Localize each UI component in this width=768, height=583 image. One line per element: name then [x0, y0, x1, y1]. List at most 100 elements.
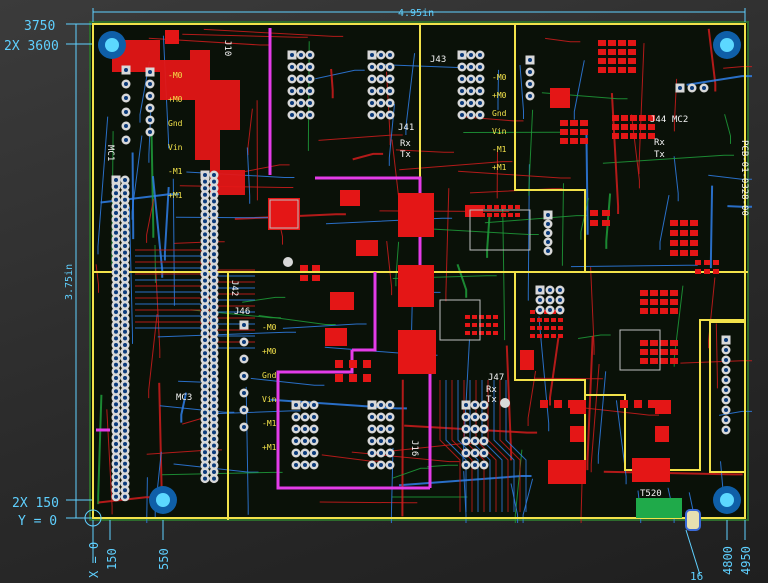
pin-hole: [212, 443, 216, 448]
smd-pad: [618, 58, 626, 64]
smd-pad: [537, 318, 542, 322]
pin-hole: [123, 336, 127, 341]
smd-pad: [312, 265, 320, 271]
pin-hole: [212, 456, 216, 461]
pin-hole: [469, 113, 473, 117]
pin-hole: [482, 427, 486, 431]
trace: [573, 60, 585, 120]
trace: [527, 164, 530, 301]
trace: [590, 267, 595, 355]
pin-hole: [124, 110, 128, 114]
pin-hole: [203, 311, 207, 316]
trace: [545, 37, 581, 43]
pin-hole: [114, 296, 118, 301]
pin-hole: [123, 389, 127, 394]
bus-trace: [451, 380, 473, 512]
pin-hole: [212, 225, 216, 230]
pin-hole: [312, 451, 316, 455]
pin-label: -M0: [492, 73, 507, 82]
pin-hole: [546, 249, 550, 253]
pin-hole: [124, 96, 128, 100]
pin-hole: [114, 428, 118, 433]
pin-hole: [308, 101, 312, 105]
label-j16: J16: [409, 440, 419, 456]
pin-hole: [203, 318, 207, 323]
trace: [715, 323, 718, 389]
pin-hole: [203, 173, 207, 177]
pin-hole: [203, 252, 207, 257]
pin-hole: [123, 244, 127, 248]
smd-pad: [680, 230, 688, 236]
pin-hole: [212, 291, 216, 296]
smd-pad: [695, 269, 701, 274]
trace: [707, 28, 717, 92]
smd-pad: [508, 205, 513, 209]
pin-hole: [203, 417, 207, 422]
dim-width-label: 4.95in: [398, 8, 434, 19]
smd-pad: [628, 58, 636, 64]
pin-hole: [114, 277, 118, 281]
smd-pad: [612, 124, 619, 130]
pin-hole: [546, 231, 550, 235]
pin-hole: [148, 82, 152, 86]
pin-hole: [724, 348, 728, 352]
pin-hole: [303, 451, 307, 455]
label-rx-2: Rx: [654, 138, 665, 148]
pin-hole: [203, 390, 207, 395]
pin-hole: [212, 470, 216, 474]
pin-hole: [303, 415, 307, 419]
pin-hole: [114, 488, 118, 493]
trace: [395, 149, 454, 153]
trace: [97, 116, 109, 255]
pin-hole: [212, 430, 216, 435]
smd-pad: [670, 230, 678, 236]
bus-trace: [481, 380, 503, 512]
pin-hole: [212, 212, 216, 217]
pin-hole: [388, 89, 392, 93]
pin-hole: [123, 230, 127, 235]
smd-pad: [479, 323, 484, 327]
pin-hole: [299, 65, 303, 69]
pin-hole: [114, 336, 118, 341]
trace: [659, 195, 670, 250]
pin-hole: [114, 323, 118, 328]
pin-hole: [388, 451, 392, 455]
pin-hole: [294, 439, 298, 443]
smd-pad: [493, 315, 498, 319]
pin-hole: [212, 186, 216, 191]
pin-hole: [558, 308, 562, 312]
pin-hole: [678, 86, 682, 90]
trace: [148, 37, 271, 46]
pin-label: +M1: [262, 443, 277, 452]
trace: [392, 467, 431, 479]
pin-hole: [114, 230, 118, 235]
pin-hole: [148, 118, 152, 122]
smd-pad: [670, 220, 678, 226]
smd-pad: [602, 220, 610, 226]
trace: [427, 464, 458, 468]
label-rx-3: Rx: [486, 385, 497, 395]
pin-hole: [308, 53, 312, 57]
pin-hole: [212, 305, 216, 309]
pin-hole: [114, 389, 118, 394]
pin-hole: [473, 427, 477, 431]
trace: [578, 334, 611, 339]
pin-hole: [212, 258, 216, 263]
smd-pad: [515, 205, 520, 209]
pin-hole: [724, 378, 728, 382]
smd-pad: [690, 230, 698, 236]
pin-hole: [114, 382, 118, 387]
pin-hole: [370, 415, 374, 419]
pin-hole: [148, 94, 152, 98]
smd-pad: [640, 349, 648, 355]
pin-label: +M0: [492, 91, 507, 100]
pin-hole: [123, 290, 127, 295]
pin-hole: [203, 357, 207, 362]
pin-hole: [203, 232, 207, 237]
pin-hole: [212, 364, 216, 369]
smd-pad: [690, 240, 698, 246]
pin-hole: [212, 206, 216, 210]
bus-trace: [493, 380, 515, 512]
pin-hole: [123, 277, 127, 281]
pin-hole: [114, 250, 118, 255]
